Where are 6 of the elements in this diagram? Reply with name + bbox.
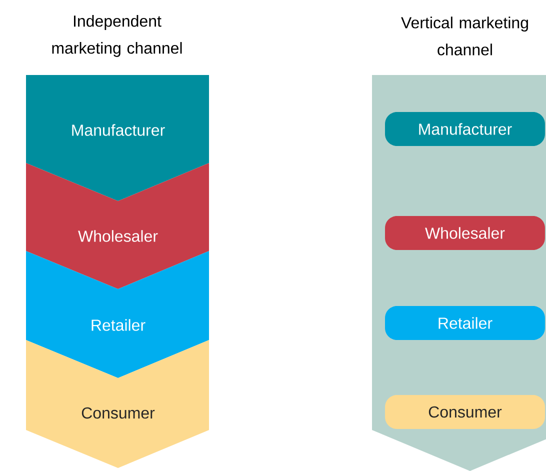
rounded-label: Wholesaler [385, 216, 545, 250]
rounded-label: Retailer [385, 306, 545, 340]
rounded-label: Consumer [385, 395, 545, 429]
rounded-label: Manufacturer [385, 112, 545, 146]
column-heading: Independent marketing channel [52, 15, 182, 57]
node-label: Vertical marketing channel [401, 16, 528, 56]
